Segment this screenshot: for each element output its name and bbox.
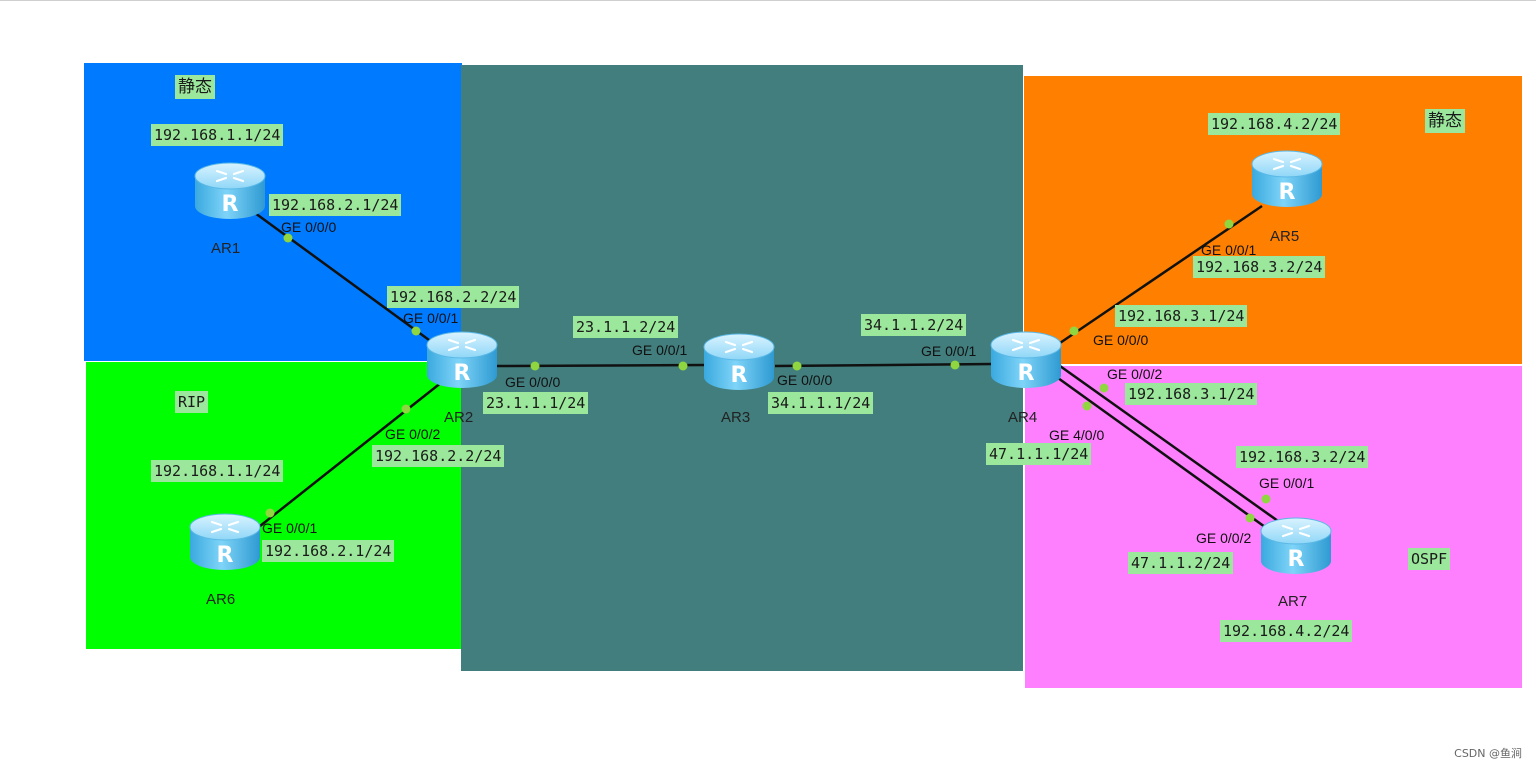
svg-text:R: R [217, 543, 234, 568]
router-icon: R [1260, 517, 1332, 574]
ip-label: 34.1.1.1/24 [768, 392, 874, 414]
port-label: GE 0/0/0 [281, 219, 337, 235]
router-name: AR5 [1270, 228, 1300, 245]
svg-text:R: R [1288, 547, 1305, 572]
router-name: AR1 [211, 240, 241, 257]
port-label: GE 0/0/1 [921, 343, 977, 359]
ip-label: 192.168.3.2/24 [1193, 256, 1326, 278]
zone-label-static-right: 静态 [1425, 109, 1465, 133]
router-name: AR3 [721, 409, 751, 426]
ip-label: 192.168.2.1/24 [269, 194, 402, 216]
port-dot [1224, 219, 1234, 229]
port-label: GE 0/0/0 [1093, 332, 1149, 348]
port-dot [950, 360, 960, 370]
port-dot [1245, 513, 1255, 523]
top-border [0, 0, 1536, 1]
link-ar4-ar7-b [1057, 376, 1273, 534]
ip-label: 192.168.4.2/24 [1220, 620, 1353, 642]
port-dot [411, 326, 421, 336]
port-label: GE 0/0/0 [505, 374, 561, 390]
router-icon: R [426, 331, 498, 388]
link-ar4-ar5 [1056, 204, 1263, 347]
ip-label: 47.1.1.2/24 [1128, 552, 1234, 574]
ip-label: 192.168.1.1/24 [151, 460, 284, 482]
port-label: GE 0/0/0 [777, 372, 833, 388]
router-ar7[interactable]: R [1259, 515, 1333, 577]
port-label: GE 0/0/1 [1259, 475, 1315, 491]
ip-label: 47.1.1.1/24 [986, 443, 1092, 465]
router-ar4[interactable]: R [989, 329, 1063, 391]
port-label: GE 4/0/0 [1049, 427, 1105, 443]
link-ar2-ar3 [496, 363, 706, 368]
port-label: GE 0/0/2 [1107, 366, 1163, 382]
ip-label: 192.168.2.2/24 [387, 286, 520, 308]
zone-label-static-left: 静态 [175, 75, 215, 99]
router-ar5[interactable]: R [1250, 148, 1324, 210]
ip-label: 192.168.2.1/24 [262, 540, 395, 562]
ip-label: 192.168.2.2/24 [372, 445, 505, 467]
port-dot [530, 361, 540, 371]
link-ar2-ar6 [254, 381, 443, 531]
zone-rip [86, 362, 462, 649]
link-ar3-ar4 [774, 362, 994, 368]
port-label: GE 0/0/2 [1196, 530, 1252, 546]
port-label: GE 0/0/1 [632, 342, 688, 358]
link-ar4-ar7-a [1059, 364, 1286, 528]
port-dot [678, 361, 688, 371]
svg-text:R: R [1018, 361, 1035, 386]
port-dot [1069, 326, 1079, 336]
ip-label: 192.168.1.1/24 [151, 124, 284, 146]
router-name: AR6 [206, 591, 236, 608]
ip-label: 192.168.3.1/24 [1125, 383, 1258, 405]
router-ar6[interactable]: R [188, 511, 262, 573]
router-ar3[interactable]: R [702, 331, 776, 393]
svg-text:R: R [454, 361, 471, 386]
router-ar2[interactable]: R [425, 329, 499, 391]
ip-label: 192.168.3.2/24 [1236, 446, 1369, 468]
port-dot [283, 233, 293, 243]
port-dot [1261, 494, 1271, 504]
router-icon: R [990, 331, 1062, 388]
ip-label: 192.168.4.2/24 [1208, 113, 1341, 135]
router-name: AR7 [1278, 593, 1308, 610]
ip-label: 23.1.1.1/24 [483, 392, 589, 414]
svg-text:R: R [731, 363, 748, 388]
zone-label-ospf: OSPF [1408, 548, 1451, 570]
svg-text:R: R [1279, 180, 1296, 205]
router-ar1[interactable]: R [193, 160, 267, 222]
router-icon: R [194, 162, 266, 219]
port-label: GE 0/0/1 [262, 520, 318, 536]
router-icon: R [1251, 150, 1323, 207]
port-label: GE 0/0/1 [403, 310, 459, 326]
port-dot [401, 404, 411, 414]
port-label: GE 0/0/2 [385, 426, 441, 442]
port-dot [1082, 401, 1092, 411]
router-icon: R [189, 513, 261, 570]
router-name: AR4 [1008, 409, 1038, 426]
port-dot [265, 508, 275, 518]
ip-label: 192.168.3.1/24 [1115, 305, 1248, 327]
zone-label-rip: RIP [175, 391, 209, 413]
port-dot [1099, 383, 1109, 393]
watermark: CSDN @鱼涧 [1454, 747, 1522, 760]
router-name: AR2 [444, 409, 474, 426]
ip-label: 23.1.1.2/24 [573, 316, 679, 338]
router-icon: R [703, 333, 775, 390]
port-dot [792, 361, 802, 371]
port-label: GE 0/0/1 [1201, 242, 1257, 258]
svg-text:R: R [222, 192, 239, 217]
ip-label: 34.1.1.2/24 [861, 314, 967, 336]
